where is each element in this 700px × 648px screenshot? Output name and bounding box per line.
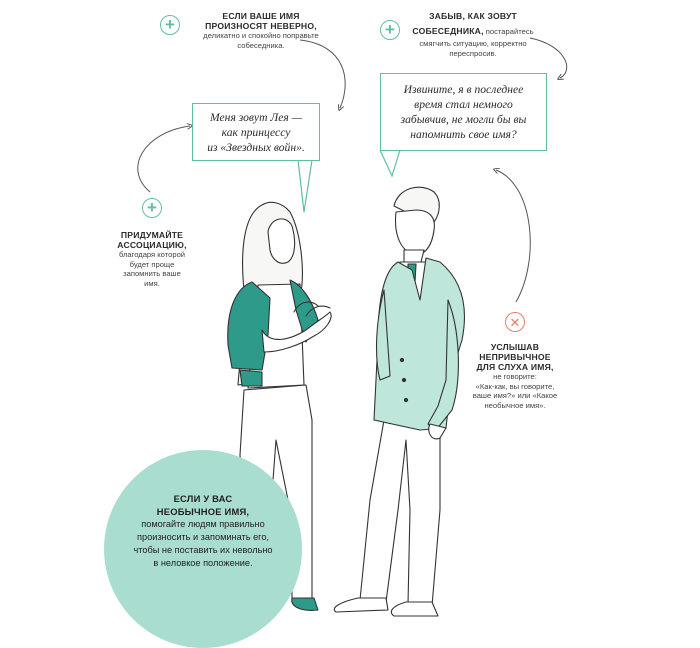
tip-unusual-heard-heading-2: НЕПРИВЫЧНОЕ <box>479 352 551 362</box>
speech-woman-line-1: Меня зовут Лея — <box>210 110 302 124</box>
tip-wrong-name-text-1: деликатно и спокойно поправьте <box>203 31 319 40</box>
tip-forgot-name-heading-1: ЗАБЫВ, КАК ЗОВУТ <box>429 11 517 21</box>
tip-unusual-own-text-4: в неловкое положение. <box>153 558 253 568</box>
tip-forgot-name-text-1: смягчить ситуацию, корректно <box>419 39 527 48</box>
tip-association-text-1: благодаря которой <box>118 250 186 259</box>
arrow-wrong-name <box>299 39 346 108</box>
tip-unusual-heard-text-3: ваше имя?» или «Какое <box>472 391 558 400</box>
tip-wrong-name: ЕСЛИ ВАШЕ ИМЯ ПРОИЗНОСЯТ НЕВЕРНО, делика… <box>186 11 336 50</box>
speech-man-line-3: забывчив, не могли бы вы <box>400 113 527 126</box>
tip-wrong-name-heading-1: ЕСЛИ ВАШЕ ИМЯ <box>222 11 300 21</box>
arrow-association <box>137 126 190 193</box>
tip-forgot-name-heading-2-tail: постарайтесь <box>483 27 534 36</box>
speech-woman-line-3: из «Звездных войн». <box>207 140 305 154</box>
tip-association-heading-2: АССОЦИАЦИЮ, <box>117 240 187 250</box>
speech-woman-line-2: как принцессу <box>221 125 291 139</box>
tip-unusual-heard-heading-3: ДЛЯ СЛУХА ИМЯ, <box>476 362 554 372</box>
plus-icon <box>142 198 162 218</box>
speech-bubble-man: Извините, я в последнее время стал немно… <box>380 73 547 151</box>
speech-bubble-woman: Меня зовут Лея — как принцессу из «Звезд… <box>192 103 320 161</box>
arrow-unusual-heard <box>496 170 531 303</box>
speech-man-line-2: время стал немного <box>414 98 513 111</box>
tip-wrong-name-text-2: собеседника. <box>237 40 285 50</box>
tip-unusual-own-text-1: помогайте людям правильно <box>141 519 265 529</box>
tip-forgot-name-text-2: переспросив. <box>449 48 497 58</box>
tip-association: ПРИДУМАЙТЕ АССОЦИАЦИЮ, благодаря которой… <box>102 230 202 288</box>
speech-man-line-4: напомнить свое имя? <box>410 128 517 141</box>
tip-association-heading-1: ПРИДУМАЙТЕ <box>120 230 184 240</box>
unusual-name-circle <box>104 450 302 648</box>
tip-unusual-own-heading-1: ЕСЛИ У ВАС <box>173 493 233 504</box>
cross-icon <box>505 312 525 332</box>
plus-icon <box>380 20 400 40</box>
tip-unusual-own-text-2: произносить и запоминать его, <box>137 532 269 542</box>
tip-association-text-2: будет проще <box>129 259 175 269</box>
tip-unusual-own-text-3: чтобы не поставить их невольно <box>133 545 273 555</box>
tip-unusual-heard-heading-1: УСЛЫШАВ <box>490 342 540 352</box>
tip-unusual-heard-text-4: необычное имя». <box>484 400 546 410</box>
tip-unusual-heard: УСЛЫШАВ НЕПРИВЫЧНОЕ ДЛЯ СЛУХА ИМЯ, не го… <box>460 342 570 410</box>
tip-association-text-4: имя. <box>144 278 160 288</box>
tip-wrong-name-heading-2: ПРОИЗНОСЯТ НЕВЕРНО, <box>205 21 317 31</box>
arrow-forgot-name <box>529 37 568 78</box>
tip-unusual-heard-text-2: «Как-как, вы говорите, <box>475 381 555 391</box>
tip-association-text-3: запомнить ваше <box>123 269 181 278</box>
tip-unusual-heard-text-1: не говорите: <box>493 372 537 381</box>
tip-forgot-name: ЗАБЫВ, КАК ЗОВУТ СОБЕСЕДНИКА, постарайте… <box>402 11 544 58</box>
tip-forgot-name-heading-2: СОБЕСЕДНИКА, <box>412 26 484 36</box>
man-figure <box>333 186 465 617</box>
speech-man-line-1: Извините, я в последнее <box>403 83 524 96</box>
tip-unusual-own: ЕСЛИ У ВАС НЕОБЫЧНОЕ ИМЯ, помогайте людя… <box>118 492 288 570</box>
tip-unusual-own-heading-2: НЕОБЫЧНОЕ ИМЯ, <box>156 506 250 517</box>
plus-icon <box>160 15 180 35</box>
